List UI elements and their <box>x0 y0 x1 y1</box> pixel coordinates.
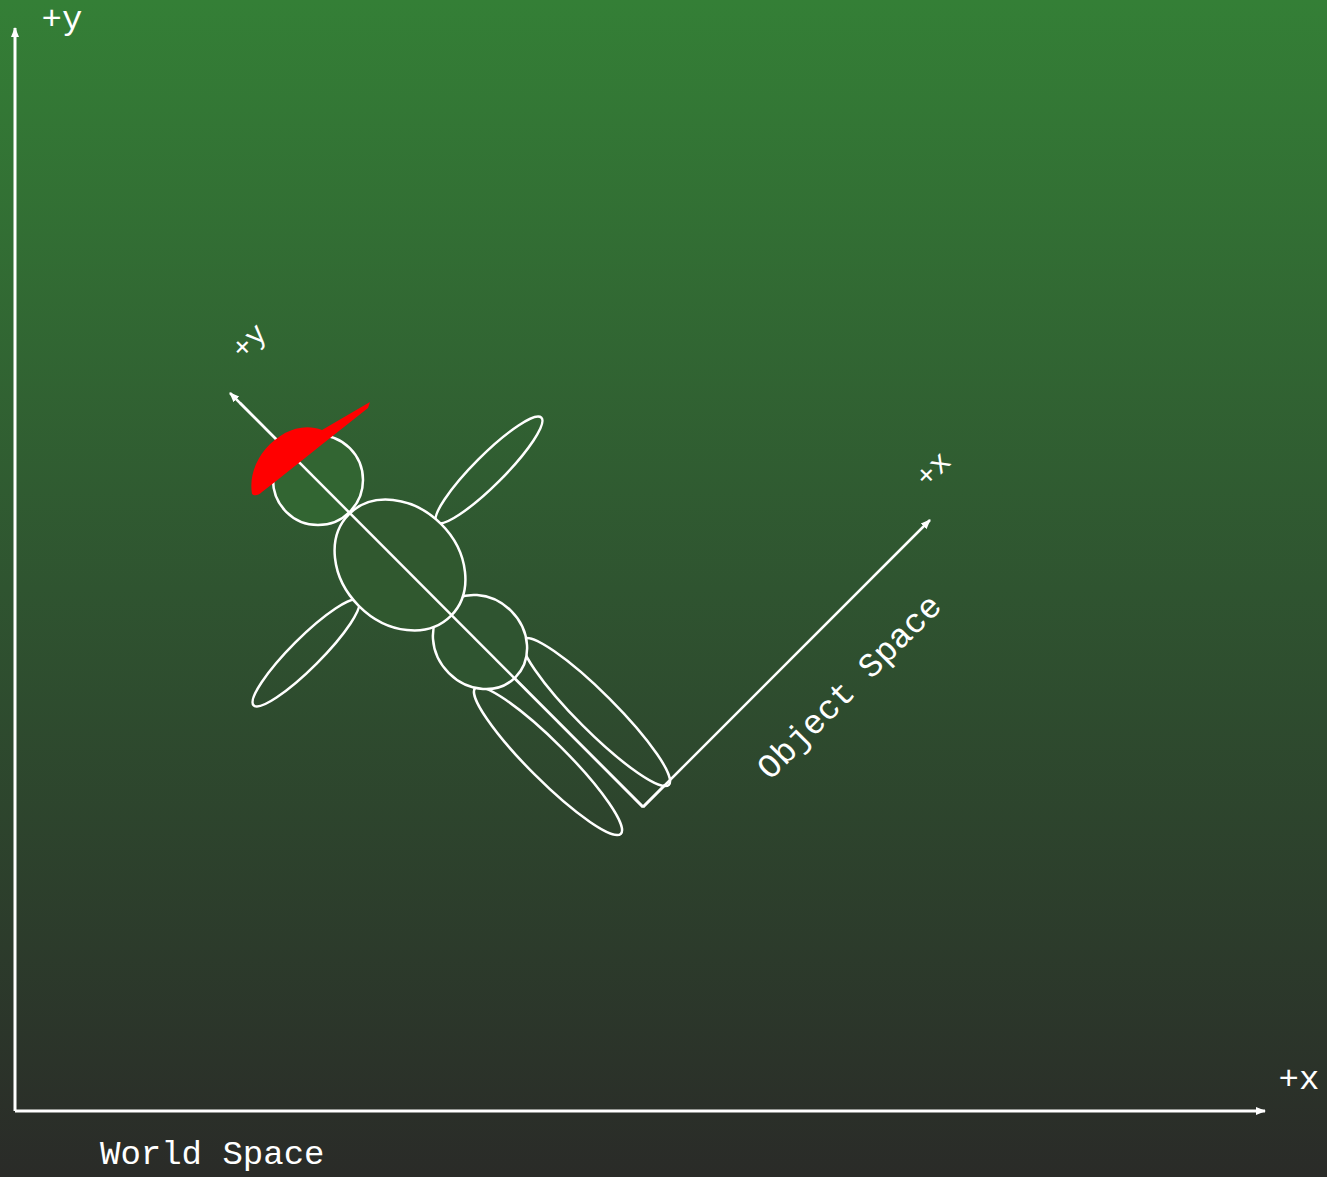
foot-line <box>643 785 665 807</box>
world-y-axis <box>14 28 17 1111</box>
object-y-axis <box>230 393 643 807</box>
axis-label: +x <box>1279 1063 1320 1097</box>
axis-label: +x <box>911 447 958 494</box>
axis-label: +y <box>227 319 274 366</box>
world-x-axis <box>15 1110 1265 1113</box>
space-name: Object Space <box>751 589 948 786</box>
space-name: World Space <box>100 1138 324 1172</box>
axis-label: +y <box>42 3 83 37</box>
cap <box>251 402 370 495</box>
leg <box>462 675 635 848</box>
leg <box>510 626 683 799</box>
arm <box>426 407 552 533</box>
object-y-axis-overlay <box>240 403 643 807</box>
arm <box>243 590 369 716</box>
